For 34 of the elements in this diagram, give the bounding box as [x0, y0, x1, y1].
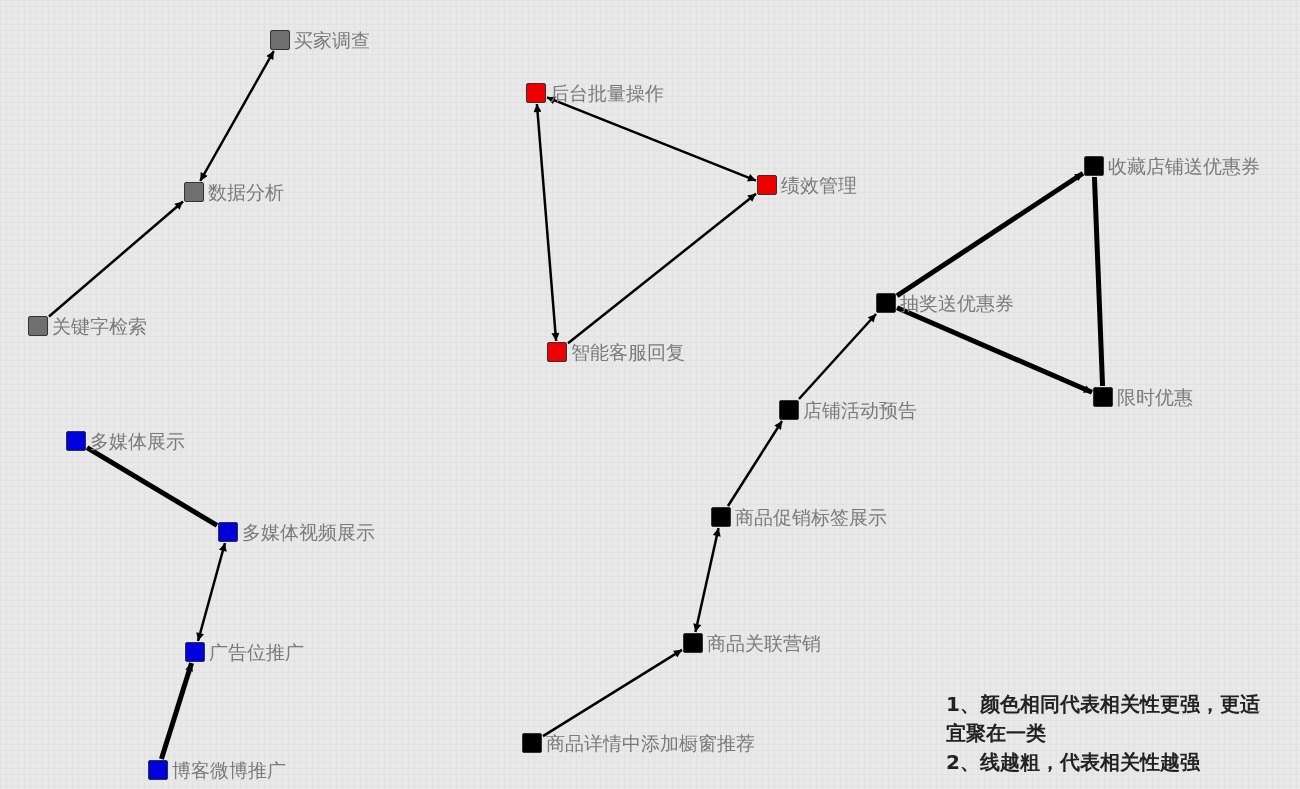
node-label: 后台批量操作: [550, 82, 664, 104]
connector-line: [726, 420, 784, 507]
node-label: 商品详情中添加橱窗推荐: [546, 732, 755, 754]
note-text: 2、线越粗，代表相关性越强: [946, 749, 1201, 776]
node-label: 关键字检索: [52, 315, 147, 337]
connector-line: [533, 103, 560, 342]
connector-line: [48, 200, 184, 318]
node-label: 商品促销标签展示: [735, 506, 887, 528]
node-label: 多媒体展示: [90, 430, 185, 452]
node-label: 抽奖送优惠券: [900, 292, 1014, 314]
connector-line: [895, 171, 1085, 298]
connector-line: [896, 305, 1093, 395]
node-label: 博客微博推广: [172, 759, 286, 781]
node-label: 数据分析: [208, 181, 284, 203]
connector-line: [1091, 176, 1106, 387]
connector-line: [196, 542, 227, 642]
note-text: 1、颜色相同代表相关性更强，更适宜聚在一类: [946, 691, 1261, 747]
connector-line: [159, 662, 194, 760]
node-label: 买家调查: [294, 29, 370, 51]
connector-line: [798, 313, 877, 400]
node-label: 限时优惠: [1117, 386, 1193, 408]
node-label: 店铺活动预告: [803, 399, 917, 421]
connector-line: [567, 192, 757, 345]
connector-line: [546, 96, 757, 182]
node-label: 智能客服回复: [571, 341, 685, 363]
node-label: 商品关联营销: [707, 632, 821, 654]
connector-line: [693, 527, 721, 633]
connector-line: [542, 648, 683, 738]
connector-line: [199, 50, 275, 182]
node-label: 收藏店铺送优惠券: [1108, 155, 1260, 177]
node-label: 绩效管理: [781, 174, 857, 196]
connector-line: [85, 445, 219, 528]
node-label: 多媒体视频展示: [242, 521, 375, 543]
node-label: 广告位推广: [209, 641, 304, 663]
